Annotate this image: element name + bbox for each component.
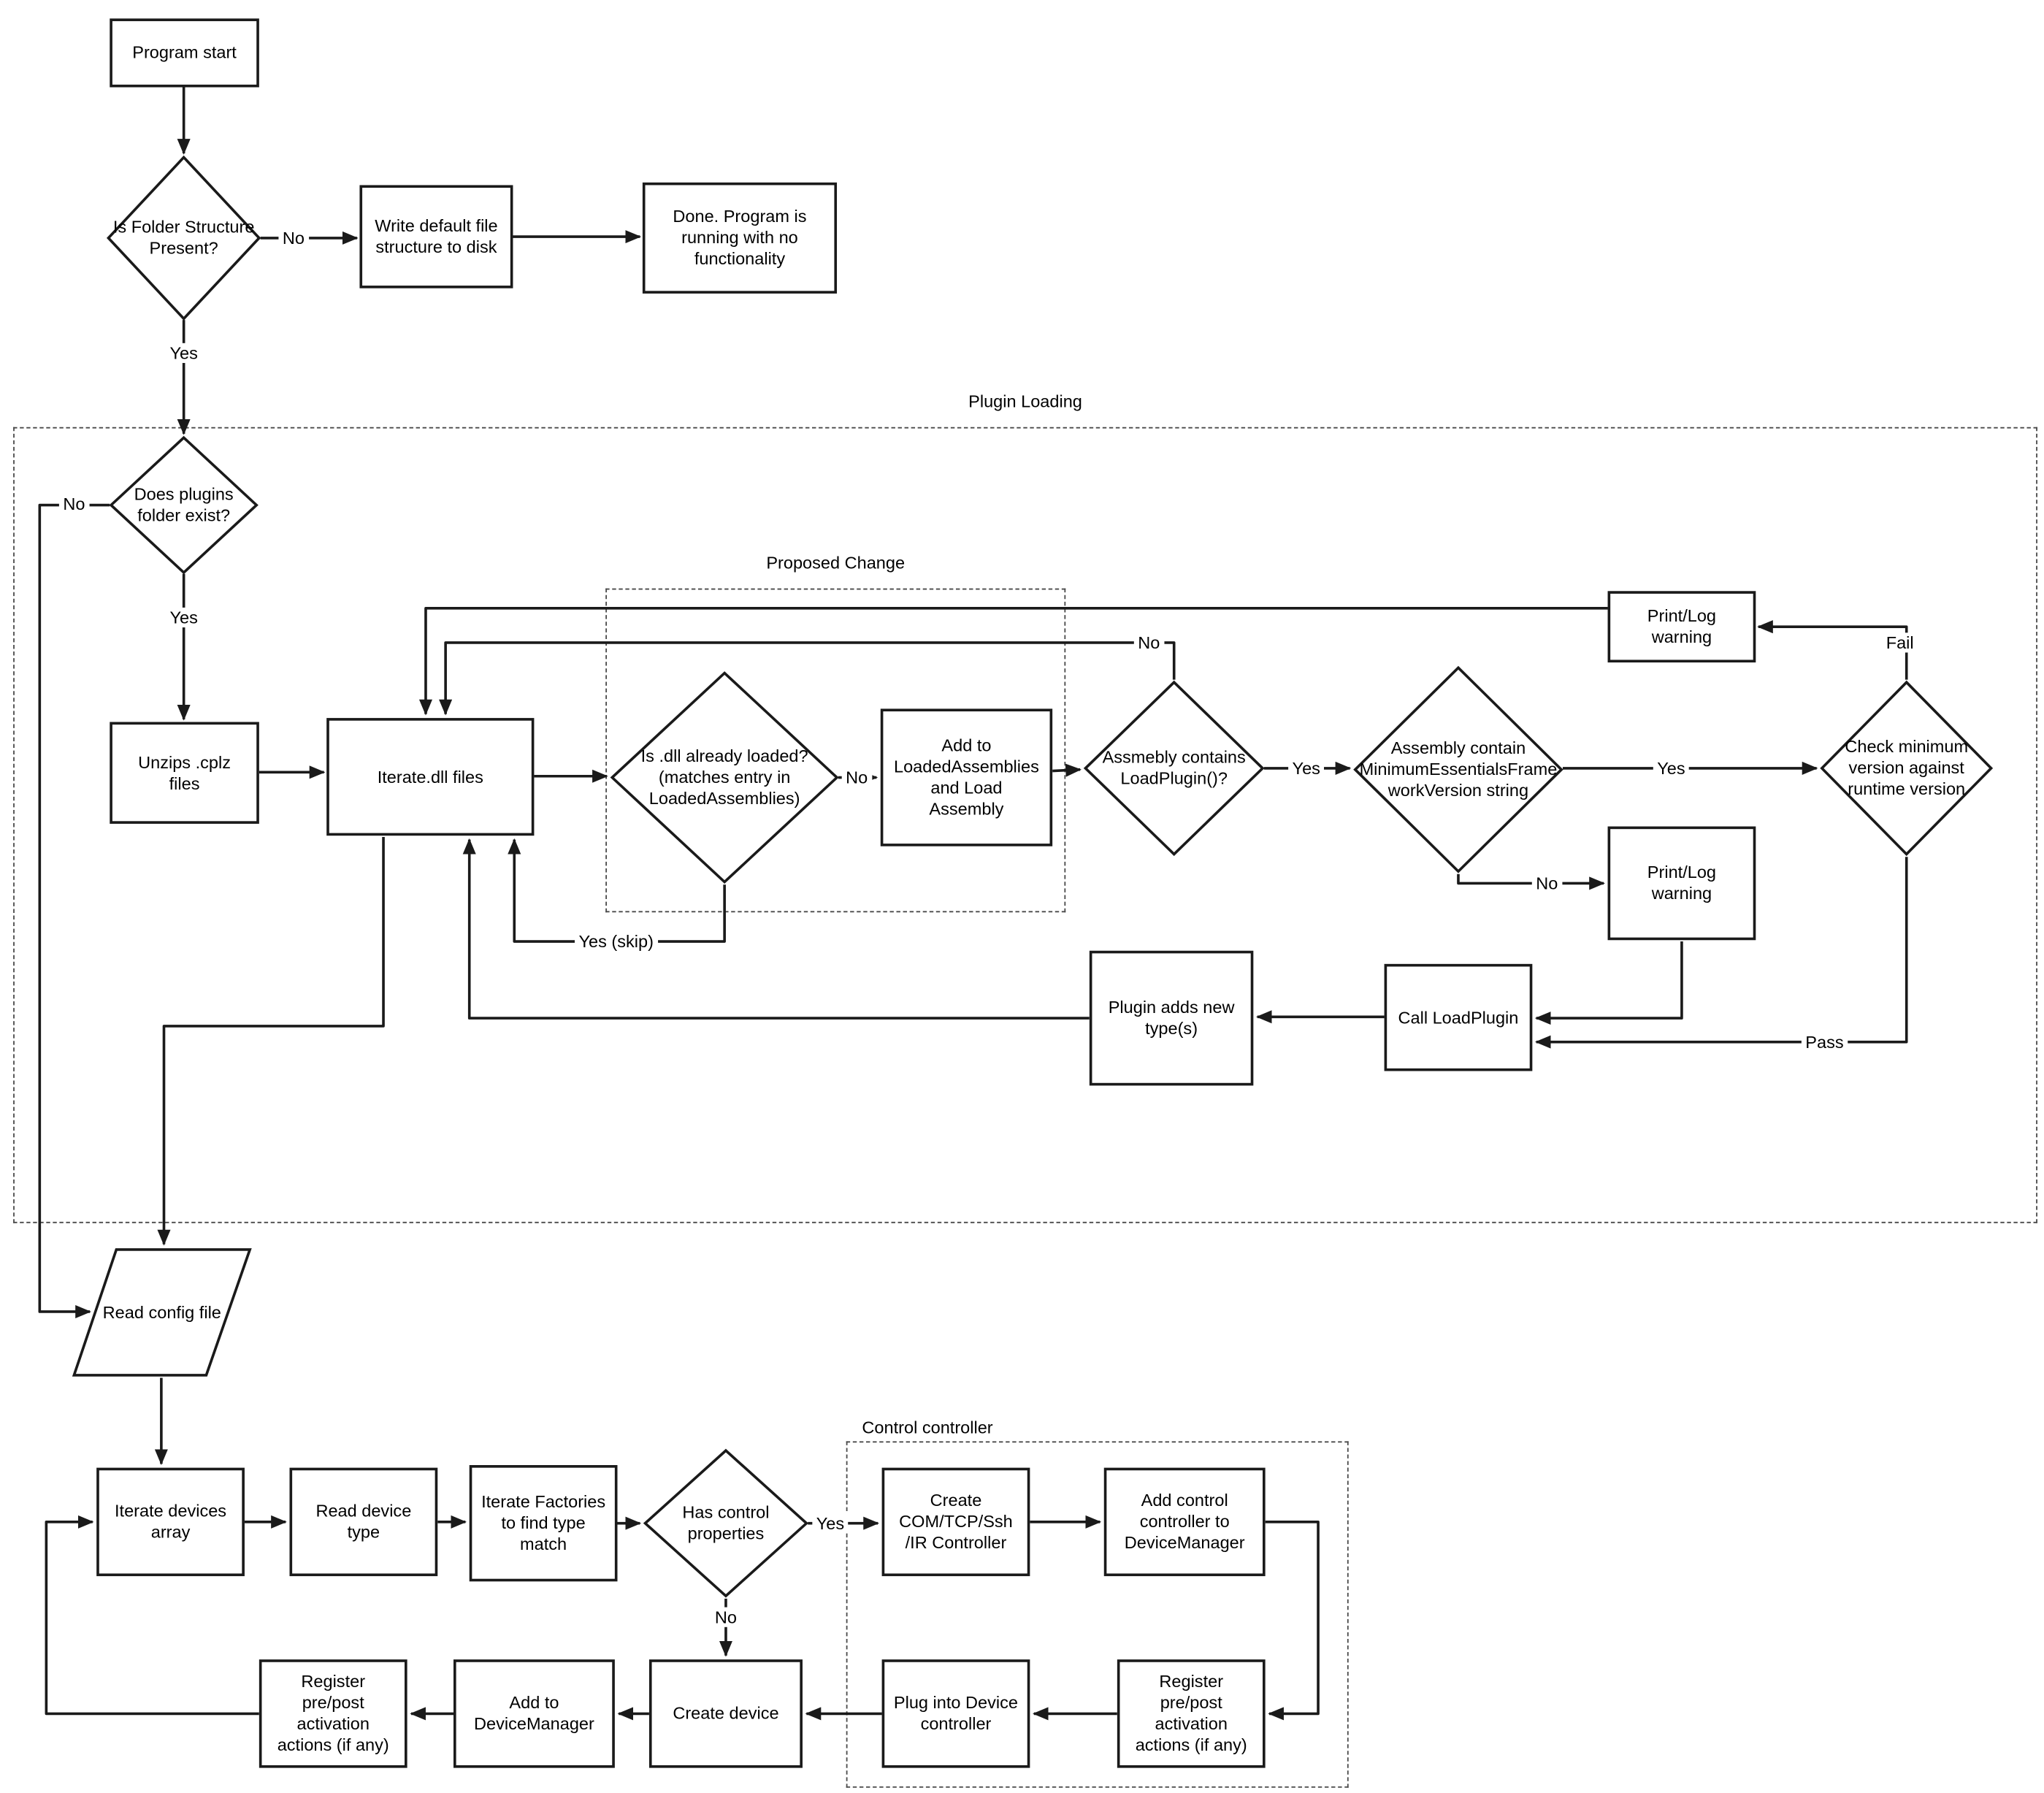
node-label: Done. Program is running with no functio… <box>673 206 807 269</box>
edge-label-folder-yes: Yes <box>166 343 202 363</box>
node-label: Is Folder Structure Present? <box>112 217 255 259</box>
node-label: Register pre/post activation actions (if… <box>277 1671 389 1755</box>
node-does-plugins-folder-exist: Does plugins folder exist? <box>109 435 259 575</box>
node-label: Assmebly contains LoadPlugin()? <box>1102 747 1246 789</box>
node-label: Iterate devices array <box>115 1501 227 1542</box>
edge-label-folder-no: No <box>278 228 309 248</box>
node-read-device-type: Read device type <box>289 1467 438 1577</box>
node-label: Write default file structure to disk <box>375 215 498 257</box>
node-label: Program start <box>132 42 237 63</box>
edge-label-pass: Pass <box>1801 1032 1848 1052</box>
node-label: Add to LoadedAssemblies and Load Assembl… <box>893 735 1039 819</box>
node-assembly-contains-loadplugin: Assmebly contains LoadPlugin()? <box>1083 680 1265 857</box>
node-add-to-devicemanager: Add to DeviceManager <box>453 1659 615 1768</box>
node-label: Assembly contain MinimumEssentialsFramew… <box>1359 738 1558 800</box>
node-print-log-warning-top: Print/Log warning <box>1607 591 1756 663</box>
node-label: Call LoadPlugin <box>1398 1006 1519 1027</box>
node-has-control-properties: Has control properties <box>643 1448 809 1598</box>
node-label: Create device <box>673 1703 779 1724</box>
edge-pluginadds-loop <box>462 838 1090 1020</box>
edge-label-minversion-yes: Yes <box>1653 758 1690 779</box>
node-label: Iterate.dll files <box>377 766 483 787</box>
node-iterate-factories: Iterate Factories to find type match <box>469 1465 618 1582</box>
edge-label-loadplugin-yes: Yes <box>1288 758 1325 779</box>
node-label: Plug into Device controller <box>893 1692 1019 1734</box>
node-plugin-adds-types: Plugin adds new type(s) <box>1089 950 1254 1086</box>
node-register-activation-left: Register pre/post activation actions (if… <box>259 1659 407 1768</box>
edge-label-fail: Fail <box>1882 632 1918 653</box>
edge-iterate-to-readconfig <box>157 837 385 1246</box>
edge-warning-bottom-to-call <box>1534 941 1683 1025</box>
node-create-controller: Create COM/TCP/Ssh /IR Controller <box>881 1467 1030 1577</box>
node-label: Plugin adds new type(s) <box>1108 997 1235 1039</box>
node-label: Add to DeviceManager <box>474 1692 594 1734</box>
node-is-folder-structure-present: Is Folder Structure Present? <box>106 155 261 321</box>
node-label: Print/Log warning <box>1647 605 1717 647</box>
node-label: Has control properties <box>682 1502 770 1543</box>
edge-label-control-no: No <box>711 1607 741 1627</box>
node-plug-into-device-controller: Plug into Device controller <box>881 1659 1030 1768</box>
node-assembly-contains-minversion-string: Assembly contain MinimumEssentialsFramew… <box>1353 665 1563 873</box>
edge-warning-top-loop <box>418 607 1608 716</box>
edge-check-pass <box>1534 857 1908 1049</box>
edge-label-plugins-no: No <box>58 494 89 514</box>
node-check-minimum-version: Check minimum version against runtime ve… <box>1820 680 1994 857</box>
edge-check-fail <box>1757 620 1908 680</box>
node-add-control-controller: Add control controller to DeviceManager <box>1103 1467 1266 1577</box>
node-program-start: Program start <box>110 18 259 88</box>
edge-label-yes-skip: Yes (skip) <box>575 931 658 952</box>
edge-plugins-no-to-readconfig <box>38 503 110 1319</box>
node-label: Print/Log warning <box>1647 862 1717 903</box>
region-plugin-loading <box>13 427 2037 1223</box>
edge-label-dll-no: No <box>841 767 872 788</box>
node-add-to-loadedassemblies: Add to LoadedAssemblies and Load Assembl… <box>880 708 1053 846</box>
edge-addcontrol-to-register <box>1265 1521 1320 1721</box>
node-write-default-structure: Write default file structure to disk <box>359 185 513 288</box>
edge-label-loadplugin-no: No <box>1133 632 1164 653</box>
node-label: Create COM/TCP/Ssh /IR Controller <box>899 1490 1013 1553</box>
diamond-shape <box>610 671 839 884</box>
node-iterate-dll-files: Iterate.dll files <box>326 718 535 836</box>
node-label: Iterate Factories to find type match <box>481 1491 606 1554</box>
parallelogram-shape <box>72 1248 252 1377</box>
region-label-proposed-change: Proposed Change <box>766 552 906 573</box>
edge-addloaded-to-loadplugincheck <box>1052 763 1082 777</box>
region-label-plugin-loading: Plugin Loading <box>968 391 1082 412</box>
node-label: Read device type <box>315 1501 412 1542</box>
edge-label-control-yes: Yes <box>812 1513 849 1534</box>
diamond-shape <box>1820 680 1994 857</box>
edge-register-loop-to-devices <box>45 1515 259 1716</box>
edge-label-plugins-yes: Yes <box>166 607 202 628</box>
node-label: Is .dll already loaded? (matches entry i… <box>640 746 808 808</box>
node-create-device: Create device <box>648 1659 803 1768</box>
node-label: Read config file <box>102 1301 221 1322</box>
region-control-controller <box>846 1441 1349 1788</box>
node-register-activation-right: Register pre/post activation actions (if… <box>1117 1659 1266 1768</box>
diamond-shape <box>1083 680 1265 857</box>
node-call-loadplugin: Call LoadPlugin <box>1384 963 1533 1071</box>
diamond-shape <box>106 155 261 321</box>
diamond-shape <box>643 1448 809 1598</box>
node-iterate-devices-array: Iterate devices array <box>96 1467 245 1577</box>
node-done-no-functionality: Done. Program is running with no functio… <box>642 182 838 294</box>
node-print-log-warning-bottom: Print/Log warning <box>1607 826 1756 941</box>
edge-loadplugin-no-loop <box>439 641 1176 716</box>
node-unzip-cplz-files: Unzips .cplz files <box>110 722 259 824</box>
node-label: Add control controller to DeviceManager <box>1124 1490 1245 1553</box>
region-proposed-change <box>605 588 1066 913</box>
edge-label-minversion-no: No <box>1531 873 1562 893</box>
node-label: Does plugins folder exist? <box>134 483 234 525</box>
edge-minversion-no <box>1457 873 1605 890</box>
node-label: Register pre/post activation actions (if… <box>1135 1671 1247 1755</box>
node-read-config-file: Read config file <box>72 1248 252 1377</box>
node-label: Unzips .cplz files <box>138 752 231 793</box>
node-is-dll-already-loaded: Is .dll already loaded? (matches entry i… <box>610 671 839 884</box>
node-label: Check minimum version against runtime ve… <box>1845 736 1969 799</box>
diamond-shape <box>109 435 259 575</box>
diamond-shape <box>1353 665 1563 873</box>
region-label-control-controller: Control controller <box>862 1417 993 1437</box>
